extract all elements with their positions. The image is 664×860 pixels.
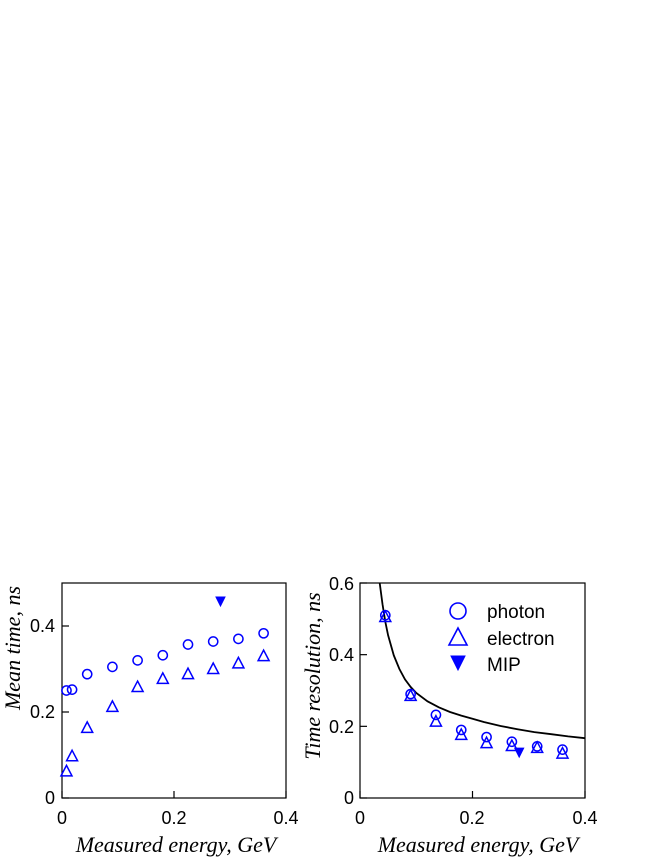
circle-marker	[233, 633, 244, 645]
legend-triangle-up-marker	[447, 626, 469, 646]
left-x-axis-title: Measured energy, GeV	[75, 832, 279, 857]
triangle-up-marker	[403, 688, 418, 702]
right-x-axis-title: Measured energy, GeV	[377, 832, 581, 857]
right-x-tick-label: 0.4	[572, 808, 597, 828]
right-ticks	[359, 582, 586, 799]
left-plot-area	[61, 582, 287, 799]
triangle-up-marker	[454, 727, 468, 741]
legend-item-electron: electron	[447, 626, 555, 650]
right-y-tick-label: 0.4	[329, 645, 354, 665]
triangle-up-marker	[65, 748, 79, 762]
legend-label-mip: MIP	[487, 655, 521, 676]
legend-label-photon: photon	[487, 602, 545, 623]
circle-marker	[207, 636, 219, 647]
triangle-up-marker	[130, 679, 145, 693]
left-y-tick-label: 0.4	[30, 616, 55, 636]
fit-curve	[378, 582, 586, 740]
right-markers	[378, 609, 570, 759]
circle-marker	[506, 736, 518, 748]
circle-marker	[481, 731, 492, 743]
triangle-down-marker	[513, 747, 525, 759]
triangle-up-marker	[156, 671, 170, 685]
left-y-tick-label: 0.2	[30, 702, 55, 722]
triangle-up-marker	[206, 661, 220, 675]
triangle-up-marker	[530, 740, 544, 754]
left-ticks	[61, 625, 287, 799]
circle-marker	[107, 661, 118, 673]
triangle-up-marker	[59, 763, 74, 777]
left-x-tick-label: 0.4	[273, 808, 298, 828]
left-x-tick-label: 0.2	[161, 808, 186, 828]
circle-marker	[66, 684, 78, 695]
triangle-up-marker	[429, 714, 443, 727]
circle-marker	[81, 668, 93, 680]
right-x-tick-label: 0.2	[459, 808, 484, 828]
left-markers	[59, 596, 271, 777]
right-y-axis-title: Time resolution, ns	[300, 592, 325, 759]
circle-marker	[132, 655, 143, 666]
left-y-axis-title: Mean time, ns	[0, 586, 25, 711]
legend-item-photon: photon	[449, 602, 545, 623]
circle-marker	[61, 685, 72, 696]
circle-marker	[455, 724, 467, 736]
circle-marker	[182, 639, 194, 650]
right-axes-frame	[359, 582, 586, 799]
left-tick-labels: 0 0.2 0.4 0 0.2 0.4	[30, 616, 299, 828]
triangle-up-marker	[80, 720, 94, 734]
circle-marker	[258, 627, 269, 639]
circle-marker	[430, 709, 442, 721]
triangle-up-marker	[105, 699, 120, 713]
triangle-up-marker	[231, 655, 246, 669]
legend-label-electron: electron	[487, 629, 555, 650]
triangle-up-marker	[181, 666, 195, 680]
legend-item-mip: MIP	[450, 655, 521, 676]
circle-marker	[157, 649, 169, 661]
triangle-up-marker	[378, 609, 393, 623]
triangle-down-marker	[215, 596, 226, 608]
right-x-tick-label: 0	[355, 808, 365, 828]
circle-marker	[557, 744, 568, 755]
legend: photon electron MIP	[447, 602, 555, 676]
right-panel: 0 0.2 0.4 0 0.2 0.4 0.6 Measured energy,…	[300, 574, 598, 857]
legend-circle-marker	[449, 602, 467, 620]
right-y-tick-label: 0.2	[329, 717, 354, 737]
triangle-up-marker	[505, 738, 519, 752]
triangle-up-marker	[256, 648, 271, 662]
right-y-tick-label: 0.6	[329, 574, 354, 594]
legend-triangle-down-marker	[450, 655, 466, 672]
left-panel: 0 0.2 0.4 0 0.2 0.4 Measured energy, GeV…	[0, 582, 299, 857]
left-axes-frame	[61, 582, 287, 799]
left-x-tick-label: 0	[57, 808, 67, 828]
triangle-up-marker	[479, 735, 494, 749]
right-y-tick-label: 0	[344, 788, 354, 808]
right-tick-labels: 0 0.2 0.4 0 0.2 0.4 0.6	[329, 574, 598, 828]
triangle-up-marker	[555, 745, 570, 759]
right-plot-area	[359, 582, 586, 799]
left-y-tick-label: 0	[45, 788, 55, 808]
